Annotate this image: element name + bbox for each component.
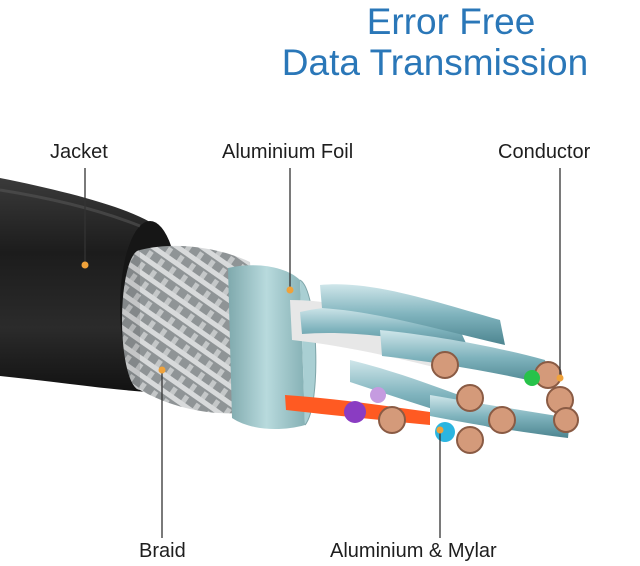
- conductor-ends: [344, 351, 579, 454]
- title-line-1: Error Free: [366, 1, 536, 42]
- leader-dots: [81, 261, 564, 434]
- label-aluminium-foil: Aluminium Foil: [222, 141, 354, 163]
- leader-dot-conductor: [556, 374, 564, 382]
- twisted-pairs: [285, 284, 570, 438]
- label-braid: Braid: [139, 540, 186, 562]
- leader-lines: [84, 168, 561, 538]
- label-jacket: Jacket: [50, 141, 108, 163]
- leader-dot-foil: [286, 286, 294, 294]
- leader-dot-braid: [158, 366, 166, 374]
- leader-dot-jacket: [81, 261, 89, 269]
- label-aluminium-mylar: Aluminium & Mylar: [330, 540, 497, 562]
- label-conductor: Conductor: [498, 141, 591, 163]
- leader-dot-mylar: [436, 426, 444, 434]
- title-line-2: Data Transmission: [281, 42, 589, 83]
